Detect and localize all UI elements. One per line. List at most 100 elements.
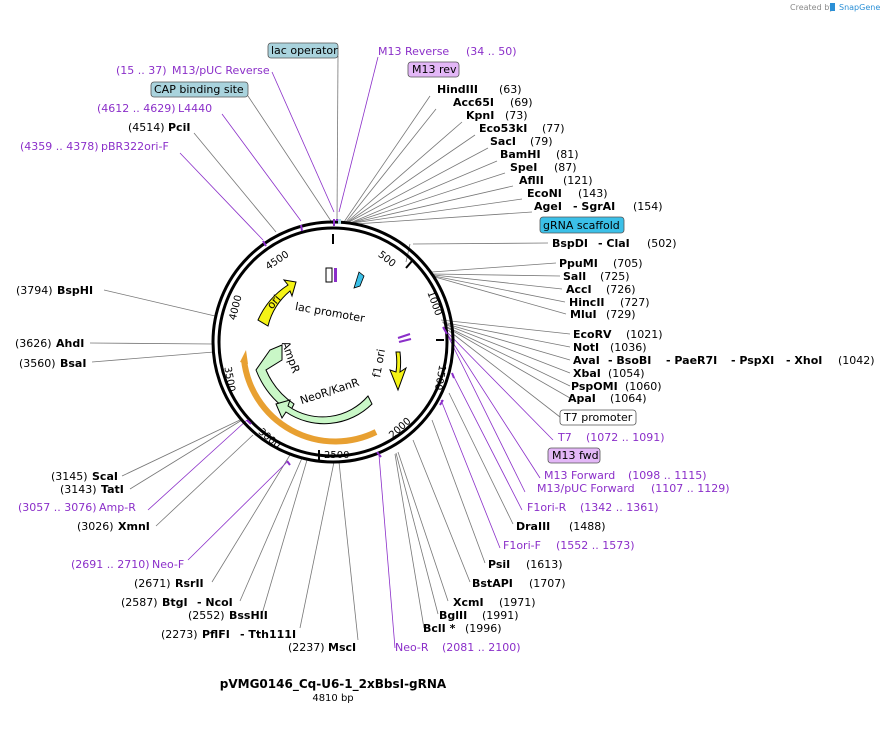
m13-primer-mark bbox=[334, 268, 337, 282]
label-tth111i: - Tth111I bbox=[240, 628, 296, 641]
credit-prefix: Created by bbox=[790, 3, 834, 12]
label-kpni-pos: (73) bbox=[505, 109, 528, 122]
label-sgrai: - SgrAI bbox=[573, 200, 615, 213]
label-pflfi-pos: (2273) bbox=[161, 628, 198, 641]
label-neo-r: Neo-R bbox=[395, 641, 429, 654]
grna-scaffold-feature bbox=[353, 271, 365, 289]
label-xcmi: XcmI bbox=[453, 596, 484, 609]
label-draiii-pos: (1488) bbox=[569, 520, 606, 533]
tick-4500: 4500 bbox=[264, 249, 291, 272]
label-ecorv-pos: (1021) bbox=[626, 328, 663, 341]
label-acci-pos: (726) bbox=[606, 283, 636, 296]
plasmid-length: 4810 bp bbox=[312, 693, 353, 704]
label-scai-pos: (3145) bbox=[51, 470, 88, 483]
backbone-outer bbox=[211, 220, 455, 464]
label-t7: T7 bbox=[557, 431, 572, 444]
label-lac-promoter: lac promoter bbox=[294, 300, 366, 325]
tick-4000: 4000 bbox=[228, 294, 245, 321]
label-econi: EcoNI bbox=[527, 187, 562, 200]
label-psii: PsiI bbox=[488, 558, 510, 571]
box-grna: gRNA scaffold bbox=[539, 216, 625, 234]
label-f1ori-f-pos: (1552 .. 1573) bbox=[556, 539, 635, 552]
label-bsshii-pos: (2552) bbox=[188, 609, 225, 622]
f1-ori-feature bbox=[389, 351, 407, 392]
label-tati: TatI bbox=[101, 483, 124, 496]
box-cap-site: CAP binding site bbox=[150, 81, 249, 98]
label-neo-r-pos: (2081 .. 2100) bbox=[442, 641, 521, 654]
box-t7: T7 promoter bbox=[559, 409, 637, 426]
label-eco53ki-pos: (77) bbox=[542, 122, 565, 135]
box-m13-fwd-label: M13 fwd bbox=[552, 449, 599, 462]
label-xcmi-pos: (1971) bbox=[499, 596, 536, 609]
label-sali: SalI bbox=[563, 270, 586, 283]
label-ampr: Amp-R bbox=[99, 501, 136, 514]
label-eco53ki: Eco53kI bbox=[479, 122, 527, 135]
label-m13puc-fwd-pos: (1107 .. 1129) bbox=[651, 482, 730, 495]
label-pspomi-pos: (1060) bbox=[625, 380, 662, 393]
label-avai-pos: (1042) bbox=[838, 354, 875, 367]
box-m13-fwd: M13 fwd bbox=[547, 447, 601, 464]
m13-rev-mark bbox=[333, 219, 335, 226]
label-mlui-pos: (729) bbox=[606, 308, 636, 321]
label-spei-pos: (87) bbox=[554, 161, 577, 174]
tick-1500: 1500 bbox=[432, 364, 447, 391]
label-draiii: DraIII bbox=[516, 520, 550, 533]
label-ahdi-pos: (3626) bbox=[15, 337, 52, 350]
label-noti: NotI bbox=[573, 341, 599, 354]
tick-500: 500 bbox=[376, 249, 398, 269]
primer-marks bbox=[246, 219, 455, 466]
label-sali-pos: (725) bbox=[600, 270, 630, 283]
label-bstapi-pos: (1707) bbox=[529, 577, 566, 590]
box-m13-rev: M13 rev bbox=[407, 61, 460, 78]
label-f1-ori: f1 ori bbox=[370, 348, 388, 379]
label-bsai-pos: (3560) bbox=[19, 357, 56, 370]
label-bglii-pos: (1991) bbox=[482, 609, 519, 622]
label-msci-pos: (2237) bbox=[288, 641, 325, 654]
label-m13puc-rev-pos: (15 .. 37) bbox=[116, 64, 167, 77]
label-msci: MscI bbox=[328, 641, 356, 654]
t7-marks bbox=[397, 333, 412, 343]
label-ppumi-pos: (705) bbox=[613, 257, 643, 270]
label-hincii-pos: (727) bbox=[620, 296, 650, 309]
label-pbr-pos: (4359 .. 4378) bbox=[20, 140, 99, 153]
label-hindiii: HindIII bbox=[437, 83, 478, 96]
connector-lines bbox=[89, 55, 571, 641]
label-agei: AgeI bbox=[534, 200, 562, 213]
label-bsai: BsaI bbox=[60, 357, 86, 370]
label-pcii: PciI bbox=[168, 121, 190, 134]
label-rsrii-pos: (2671) bbox=[134, 577, 171, 590]
label-l4440: L4440 bbox=[178, 102, 212, 115]
box-lac-operator: lac operator bbox=[267, 42, 339, 59]
label-saci: SacI bbox=[490, 135, 516, 148]
label-btgi: BtgI bbox=[162, 596, 188, 609]
label-hincii: HincII bbox=[569, 296, 605, 309]
snapgene-logo-icon bbox=[830, 3, 835, 11]
label-apai: ApaI bbox=[568, 392, 596, 405]
label-ppumi: PpuMI bbox=[559, 257, 598, 270]
label-pbr: pBR322ori-F bbox=[101, 140, 169, 153]
label-m13puc-fwd: M13/pUC Forward bbox=[537, 482, 635, 495]
label-acc65i-pos: (69) bbox=[510, 96, 533, 109]
label-aflii-pos: (121) bbox=[563, 174, 593, 187]
label-m13-reverse-pos: (34 .. 50) bbox=[466, 45, 517, 58]
label-spei: SpeI bbox=[510, 161, 537, 174]
label-ncoi: - NcoI bbox=[197, 596, 233, 609]
label-pflfi: PflFI bbox=[202, 628, 230, 641]
label-xhoi: - XhoI bbox=[786, 354, 822, 367]
label-m13-reverse: M13 Reverse bbox=[378, 45, 449, 58]
label-xmni-pos: (3026) bbox=[77, 520, 114, 533]
label-m13puc-rev: M13/pUC Reverse bbox=[172, 64, 270, 77]
label-bsshii: BssHII bbox=[229, 609, 268, 622]
label-econi-pos: (143) bbox=[578, 187, 608, 200]
label-bcli: BclI * bbox=[423, 622, 456, 635]
label-f1ori-r-pos: (1342 .. 1361) bbox=[580, 501, 659, 514]
label-f1ori-r: F1ori-R bbox=[527, 501, 567, 514]
box-grna-label: gRNA scaffold bbox=[543, 219, 620, 232]
orange-arc-arrow bbox=[240, 350, 248, 364]
label-ahdi: AhdI bbox=[56, 337, 84, 350]
credit-brand[interactable]: SnapGene bbox=[839, 3, 880, 12]
label-bstapi: BstAPI bbox=[472, 577, 513, 590]
label-xbai: XbaI bbox=[573, 367, 601, 380]
backbone-inner bbox=[217, 226, 449, 458]
